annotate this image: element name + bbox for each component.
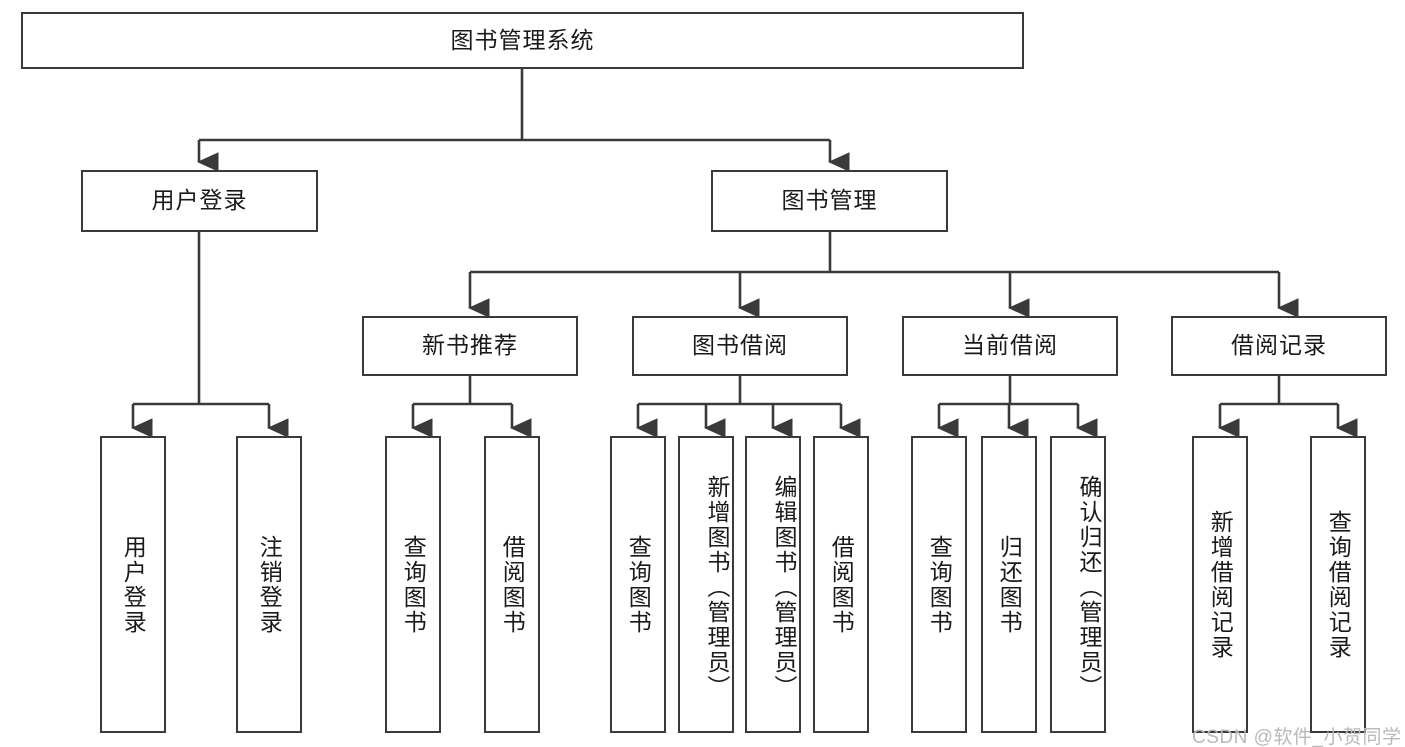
node-label: 查询图书 [625, 534, 652, 635]
leaf-edit-book-admin[interactable]: 编辑图书（管理员） [745, 436, 801, 733]
node-root-system[interactable]: 图书管理系统 [21, 12, 1024, 69]
node-borrow-records[interactable]: 借阅记录 [1171, 316, 1387, 376]
node-label: 查询图书 [926, 534, 953, 635]
node-label: 注销登录 [256, 534, 283, 635]
node-current-borrow[interactable]: 当前借阅 [902, 316, 1118, 376]
node-label: 编辑图书（管理员） [771, 475, 797, 700]
node-label: 新书推荐 [422, 332, 518, 359]
leaf-add-borrow-record[interactable]: 新增借阅记录 [1192, 436, 1248, 733]
node-label: 用户登录 [151, 187, 248, 214]
node-label: 借阅图书 [828, 534, 855, 635]
node-new-book-recommend[interactable]: 新书推荐 [362, 316, 578, 376]
csdn-watermark: CSDN @软件_小贺同学 [1192, 727, 1402, 747]
node-label: 查询图书 [400, 534, 427, 635]
node-label: 确认归还（管理员） [1076, 475, 1102, 700]
leaf-query-books-recommend[interactable]: 查询图书 [385, 436, 441, 733]
node-user-login[interactable]: 用户登录 [81, 170, 318, 232]
node-label: 用户登录 [120, 534, 147, 635]
node-book-borrow[interactable]: 图书借阅 [632, 316, 848, 376]
node-label: 新增借阅记录 [1207, 509, 1234, 660]
leaf-borrow-books[interactable]: 借阅图书 [813, 436, 869, 733]
leaf-query-books-borrow[interactable]: 查询图书 [610, 436, 666, 733]
leaf-user-login[interactable]: 用户登录 [100, 436, 166, 733]
leaf-query-books-current[interactable]: 查询图书 [911, 436, 967, 733]
leaf-user-logout[interactable]: 注销登录 [236, 436, 302, 733]
leaf-return-books[interactable]: 归还图书 [981, 436, 1037, 733]
node-label: 查询借阅记录 [1325, 509, 1352, 660]
node-label: 图书管理 [781, 187, 878, 214]
node-label: 图书管理系统 [450, 26, 595, 53]
leaf-add-book-admin[interactable]: 新增图书（管理员） [678, 436, 734, 733]
node-book-management[interactable]: 图书管理 [711, 170, 948, 232]
node-label: 新增图书（管理员） [704, 475, 730, 700]
leaf-query-borrow-record[interactable]: 查询借阅记录 [1310, 436, 1366, 733]
leaf-confirm-return-admin[interactable]: 确认归还（管理员） [1050, 436, 1106, 733]
node-label: 图书借阅 [692, 332, 788, 359]
node-label: 借阅记录 [1231, 332, 1327, 359]
node-label: 借阅图书 [499, 534, 526, 635]
leaf-borrow-books-recommend[interactable]: 借阅图书 [484, 436, 540, 733]
node-label: 归还图书 [996, 534, 1023, 635]
node-label: 当前借阅 [962, 332, 1058, 359]
